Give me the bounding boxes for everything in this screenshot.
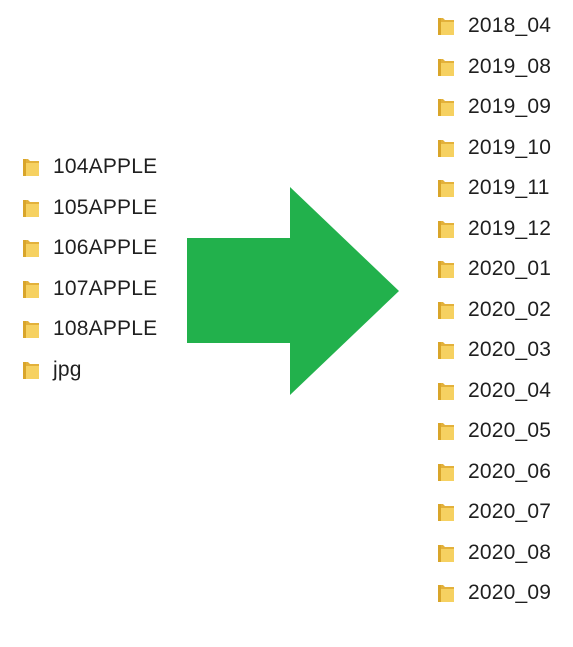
folder-label: 2019_08 xyxy=(468,54,552,78)
folder-icon xyxy=(438,585,454,603)
target-folder-item[interactable]: 2019_12 xyxy=(437,209,551,250)
folder-icon xyxy=(438,261,454,279)
folder-icon xyxy=(438,504,454,522)
target-folder-item[interactable]: 2018_04 xyxy=(437,6,551,47)
source-folder-item[interactable]: jpg xyxy=(22,350,157,391)
folder-icon xyxy=(438,220,454,238)
folder-label: 2020_08 xyxy=(468,540,552,564)
source-folder-item[interactable]: 108APPLE xyxy=(22,309,157,350)
target-folder-item[interactable]: 2019_08 xyxy=(437,47,551,88)
target-folder-item[interactable]: 2019_09 xyxy=(437,87,551,128)
folder-label: 2020_04 xyxy=(468,378,552,402)
target-folder-item[interactable]: 2020_03 xyxy=(437,330,551,371)
folder-icon xyxy=(438,139,454,157)
folder-icon xyxy=(438,423,454,441)
folder-icon xyxy=(23,159,39,177)
target-folder-item[interactable]: 2020_01 xyxy=(437,249,551,290)
folder-label: 108APPLE xyxy=(53,317,158,341)
source-folder-item[interactable]: 107APPLE xyxy=(22,269,157,310)
target-folder-list: 2018_04 2019_08 2019_09 2019_10 2019_11 2019_… xyxy=(437,6,551,614)
folder-icon xyxy=(438,301,454,319)
source-folder-item[interactable]: 105APPLE xyxy=(22,188,157,229)
target-folder-item[interactable]: 2020_09 xyxy=(437,573,551,614)
folder-label: 2019_10 xyxy=(468,135,552,159)
folder-label: 2018_04 xyxy=(468,14,552,38)
target-folder-item[interactable]: 2020_08 xyxy=(437,533,551,574)
folder-icon xyxy=(438,58,454,76)
source-folder-item[interactable]: 106APPLE xyxy=(22,228,157,269)
folder-label: 106APPLE xyxy=(53,236,158,260)
folder-label: 2020_01 xyxy=(468,257,552,281)
folder-icon xyxy=(438,18,454,36)
folder-label: 2020_09 xyxy=(468,581,552,605)
arrow-shape xyxy=(187,187,399,395)
folder-label: jpg xyxy=(53,357,82,381)
folder-label: 2020_05 xyxy=(468,419,552,443)
folder-icon xyxy=(23,280,39,298)
target-folder-item[interactable]: 2020_06 xyxy=(437,452,551,493)
folder-icon xyxy=(438,382,454,400)
folder-icon xyxy=(438,342,454,360)
folder-icon xyxy=(23,199,39,217)
target-folder-item[interactable]: 2020_02 xyxy=(437,290,551,331)
folder-label: 2020_06 xyxy=(468,459,552,483)
folder-label: 2019_09 xyxy=(468,95,552,119)
folder-icon xyxy=(438,180,454,198)
target-folder-item[interactable]: 2019_10 xyxy=(437,128,551,169)
folder-label: 2020_02 xyxy=(468,297,552,321)
source-folder-item[interactable]: 104APPLE xyxy=(22,147,157,188)
folder-icon xyxy=(438,99,454,117)
folder-label: 2020_07 xyxy=(468,500,552,524)
folder-icon xyxy=(23,240,39,258)
folder-label: 2020_03 xyxy=(468,338,552,362)
folder-label: 2019_11 xyxy=(468,176,550,200)
folder-label: 2019_12 xyxy=(468,216,552,240)
folder-label: 105APPLE xyxy=(53,195,158,219)
folder-icon xyxy=(438,463,454,481)
folder-label: 107APPLE xyxy=(53,276,158,300)
right-arrow-icon xyxy=(187,187,399,395)
target-folder-item[interactable]: 2020_04 xyxy=(437,371,551,412)
folder-icon xyxy=(23,321,39,339)
target-folder-item[interactable]: 2020_05 xyxy=(437,411,551,452)
folder-icon xyxy=(23,361,39,379)
folder-label: 104APPLE xyxy=(53,155,158,179)
source-folder-list: 104APPLE 105APPLE 106APPLE 107APPLE 108APPLE… xyxy=(22,147,157,390)
folder-icon xyxy=(438,544,454,562)
target-folder-item[interactable]: 2019_11 xyxy=(437,168,551,209)
target-folder-item[interactable]: 2020_07 xyxy=(437,492,551,533)
